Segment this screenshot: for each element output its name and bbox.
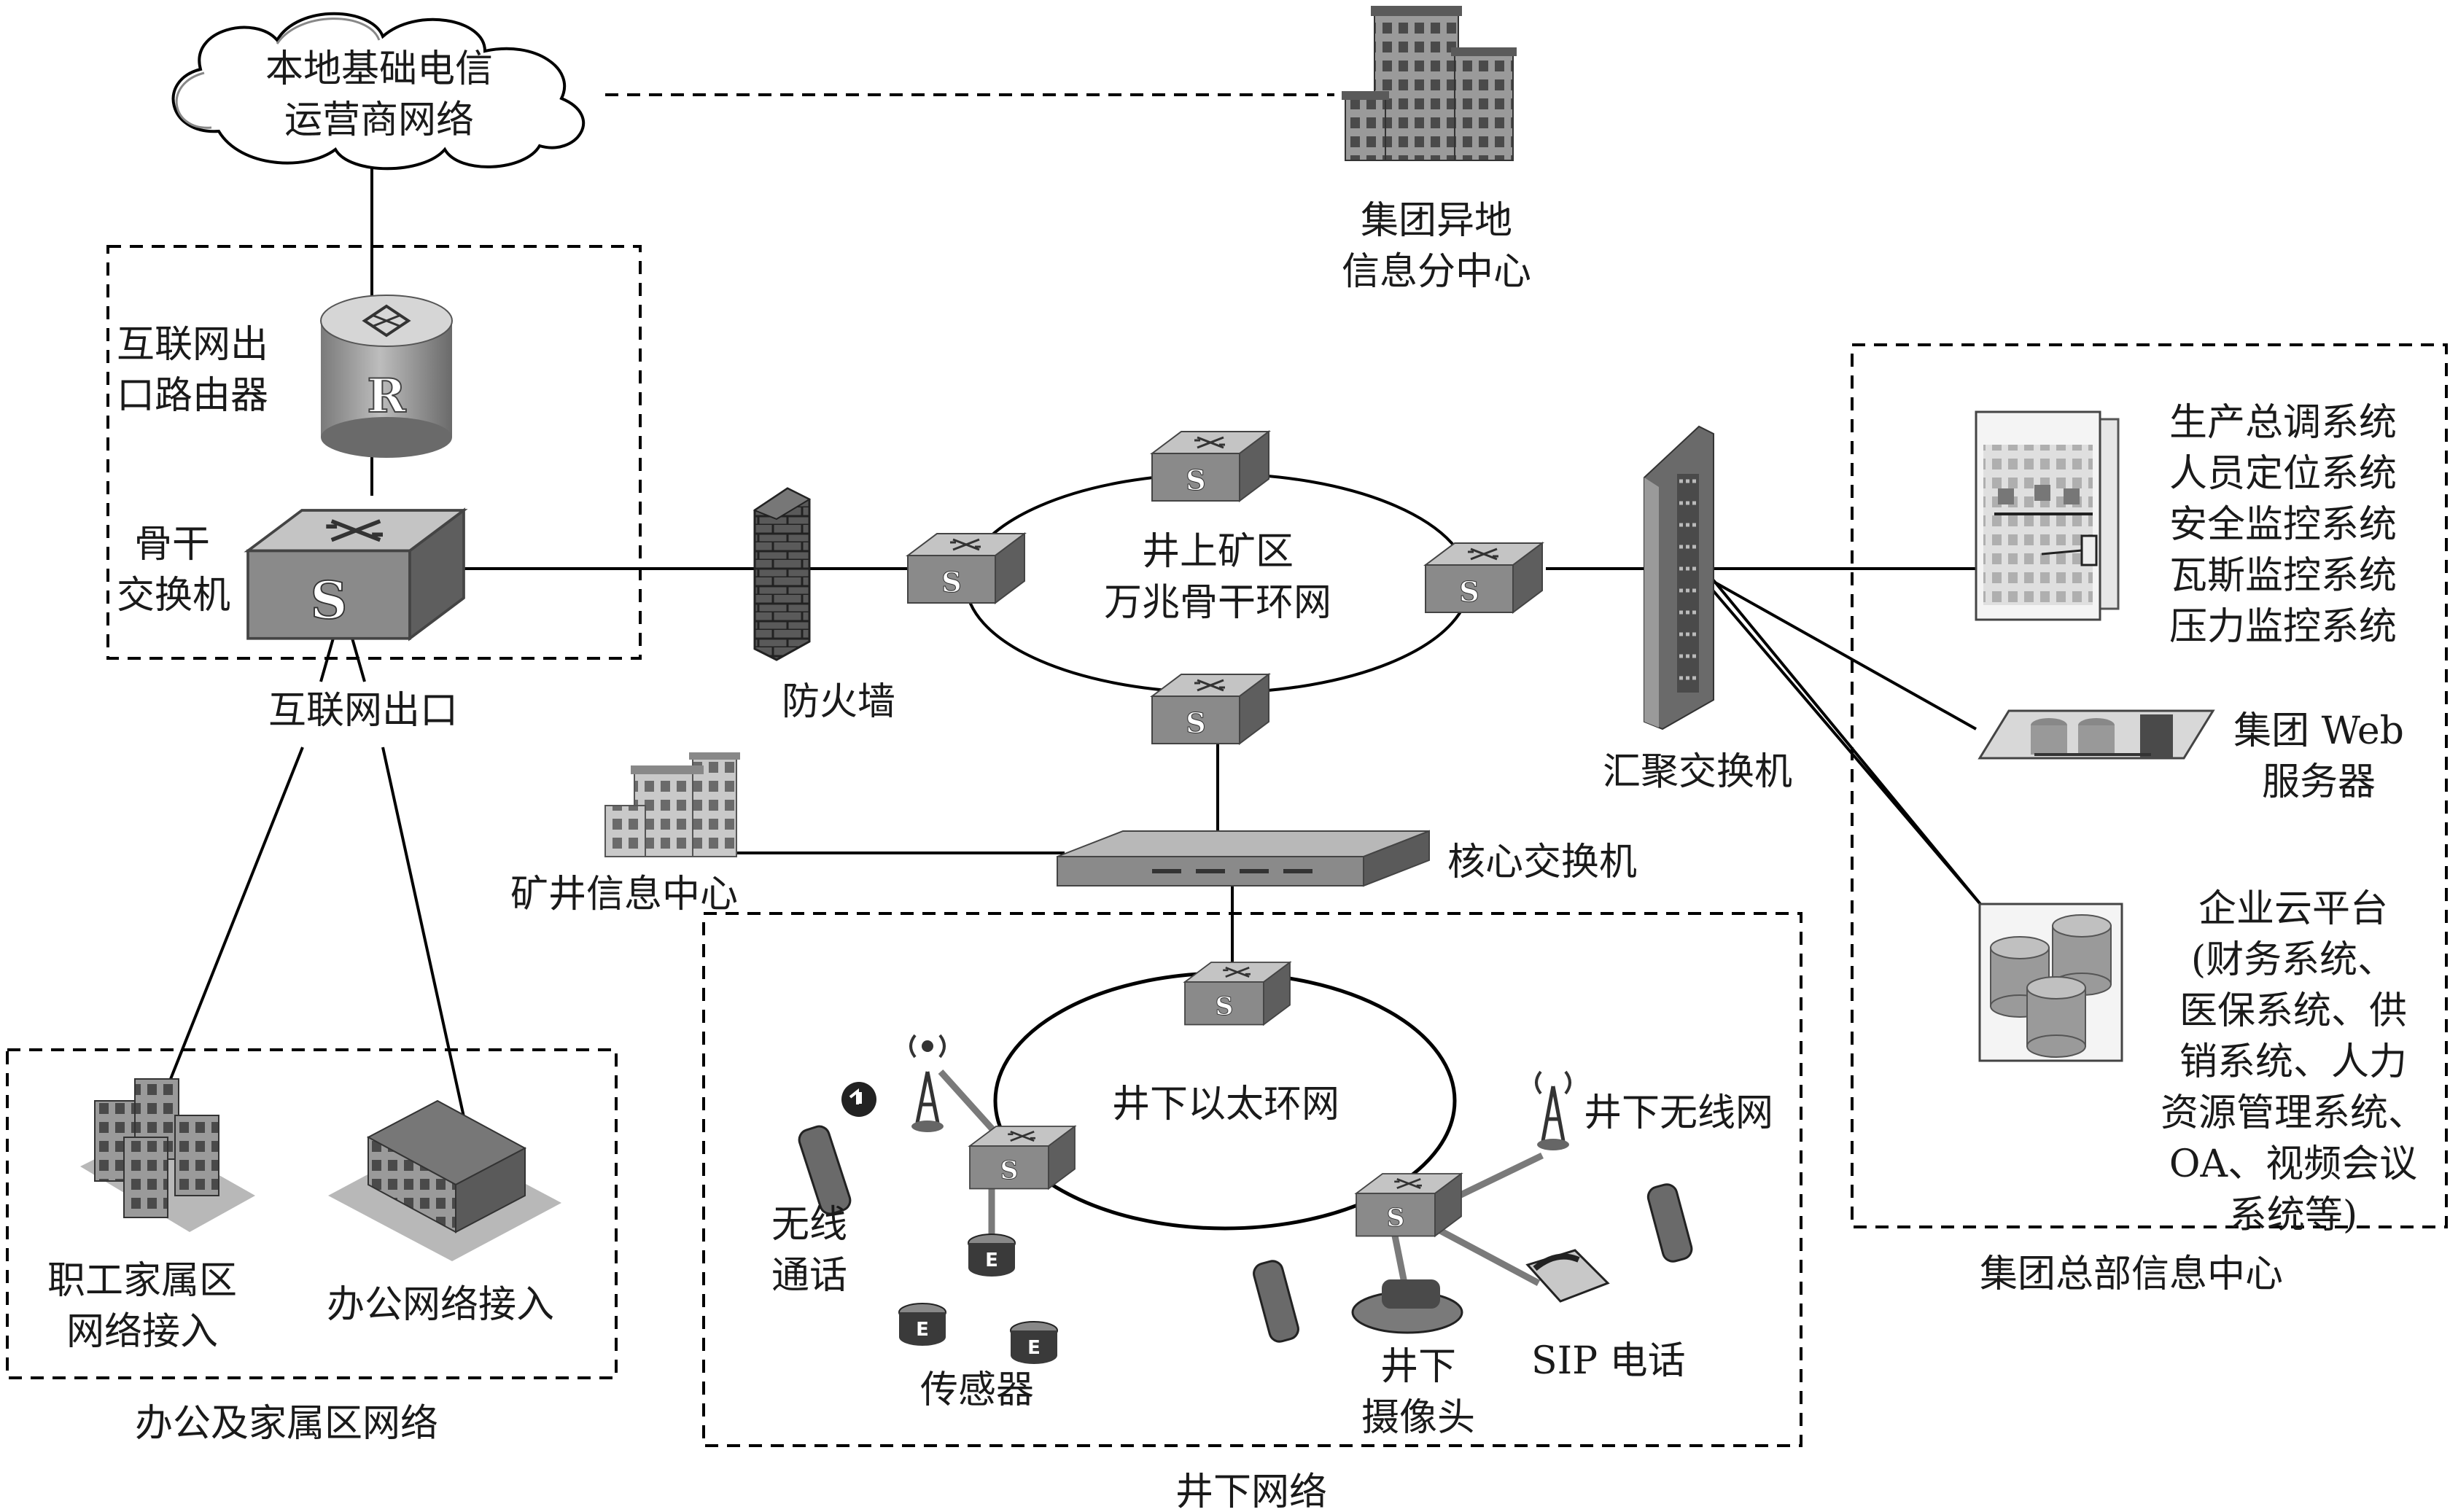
underground-left-switch-letter: S: [1000, 1156, 1019, 1185]
call-badge-icon: [841, 1082, 876, 1117]
ring-right-switch-icon: S: [1423, 542, 1544, 614]
hq-region: [1851, 343, 2448, 1228]
router-letter: R: [367, 369, 406, 424]
sip-phone-icon: [1525, 1249, 1610, 1303]
sensor-icon-c: E: [1010, 1321, 1058, 1364]
sip-phone-label: SIP 电话: [1531, 1339, 1686, 1383]
mine-center-building-icon: [604, 752, 740, 857]
link-agg-cloud-b: [1708, 574, 1985, 909]
underground-top-switch-letter: S: [1216, 992, 1234, 1021]
remote-center-building-icon: [1342, 6, 1517, 161]
remote-center-label: 集团异地信息分中心: [1341, 199, 1531, 294]
underground-ring-label: 井下以太环网: [1112, 1083, 1340, 1126]
connection-lines: [166, 153, 1985, 1298]
dashed-regions: [6, 245, 2448, 1447]
sensor-devices: E E E: [898, 1234, 1058, 1364]
wireless-tower-left-icon: [909, 1034, 946, 1132]
underground-network-label: 井下网络: [1175, 1470, 1328, 1512]
firewall-icon: [752, 487, 812, 661]
telecom-label: 本地基础电信运营商网络: [265, 47, 493, 142]
switches: S S S S S S S S: [244, 430, 1544, 1238]
link-agg-web: [1709, 578, 1977, 730]
router-label: 互联网出口路由器: [117, 323, 269, 418]
link-exit-family: [166, 747, 304, 1087]
router-icon: R: [320, 295, 453, 458]
hq-system-item-3: 瓦斯监控系统: [2169, 554, 2398, 598]
underground-right-switch-letter: S: [1387, 1204, 1405, 1233]
cloud-platform-line-0: 企业云平台: [2198, 887, 2388, 931]
backbone-switch-label: 骨干交换机: [117, 523, 231, 617]
sensor-icon-a: E: [968, 1234, 1016, 1277]
sensor-letter-c: E: [1027, 1337, 1041, 1359]
ring-bottom-switch-letter: S: [1186, 706, 1205, 739]
office-family-network-label: 办公及家属区网络: [135, 1402, 439, 1446]
ring-left-switch-letter: S: [941, 566, 961, 599]
mobile-phone-icon: [798, 1125, 1693, 1343]
web-server-icon: [1978, 709, 2215, 760]
cloud-platform-line-3: 销系统、人力: [2179, 1040, 2407, 1084]
sensor-icon-b: E: [898, 1303, 946, 1346]
hq-system-item-1: 人员定位系统: [2169, 452, 2398, 496]
ring-right-switch-letter: S: [1459, 575, 1479, 608]
hq-system-item-4: 压力监控系统: [2169, 605, 2398, 649]
underground-left-switch-icon: S: [968, 1125, 1077, 1190]
mine-center-label: 矿井信息中心: [510, 873, 739, 916]
aggregation-switch-label: 汇聚交换机: [1603, 750, 1793, 794]
underground-top-switch-icon: S: [1183, 961, 1292, 1026]
telecom-cloud-icon: [171, 12, 586, 171]
office-family-region: [6, 1048, 618, 1379]
underground-right-switch-icon: S: [1354, 1172, 1463, 1238]
backbone-ring-label: 井上矿区万兆骨干环网: [1103, 530, 1331, 625]
wireless-call-label: 无线通话: [771, 1203, 847, 1298]
cloud-platform-line-6: 系统等): [2228, 1193, 2358, 1237]
aggregation-switch-icon: [1644, 425, 1714, 730]
hq-systems-label: 生产总调系统人员定位系统安全监控系统瓦斯监控系统压力监控系统: [2169, 397, 2397, 652]
backbone-switch-letter: S: [311, 570, 348, 631]
family-area-label: 职工家属区网络接入: [47, 1259, 237, 1354]
ring-top-switch-letter: S: [1186, 464, 1205, 496]
internet-exit-region: [106, 245, 642, 660]
cloud-platform-line-5: OA、视频会议: [2169, 1142, 2418, 1186]
cloud-platform-label: 企业云平台 (财务系统、医保系统、供销系统、人力资源管理系统、 OA、视频会议系统等…: [2147, 884, 2439, 1241]
wireless-tower-right-icon: [1535, 1070, 1571, 1150]
link-exit-office: [381, 747, 468, 1131]
underground-region: [702, 912, 1802, 1447]
ring-bottom-switch-icon: S: [1150, 673, 1271, 745]
hq-system-item-0: 生产总调系统: [2169, 401, 2398, 445]
office-building-icon: [328, 1099, 561, 1261]
cloud-platform-line-2: 医保系统、供: [2179, 989, 2407, 1033]
sensor-label: 传感器: [920, 1368, 1035, 1412]
camera-label: 井下摄像头: [1361, 1345, 1475, 1440]
hq-system-item-2: 安全监控系统: [2169, 503, 2398, 547]
office-access-label: 办公网络接入: [327, 1283, 555, 1327]
family-area-buildings-icon: [80, 1078, 255, 1232]
internet-exit-label: 互联网出口: [268, 689, 459, 733]
ring-left-switch-icon: S: [906, 532, 1027, 604]
hq-center-label: 集团总部信息中心: [1980, 1252, 2284, 1296]
cloud-platform-line-4: 资源管理系统、: [2160, 1091, 2426, 1135]
cloud-platform-line-1: (财务系统、: [2190, 938, 2396, 982]
firewall-label: 防火墙: [782, 680, 896, 724]
sensor-letter-b: E: [916, 1319, 929, 1341]
core-switch-label: 核心交换机: [1447, 841, 1638, 884]
sensor-letter-a: E: [985, 1250, 998, 1271]
cloud-platform-icon: [1978, 903, 2123, 1062]
underground-wireless-label: 井下无线网: [1584, 1091, 1774, 1135]
hq-systems-icon: [1975, 410, 2120, 621]
ring-top-switch-icon: S: [1150, 430, 1271, 502]
camera-icon: [1351, 1279, 1463, 1334]
core-switch-icon: [1057, 830, 1430, 887]
link-sip: [1427, 1222, 1541, 1286]
backbone-switch-icon: S: [244, 507, 468, 642]
